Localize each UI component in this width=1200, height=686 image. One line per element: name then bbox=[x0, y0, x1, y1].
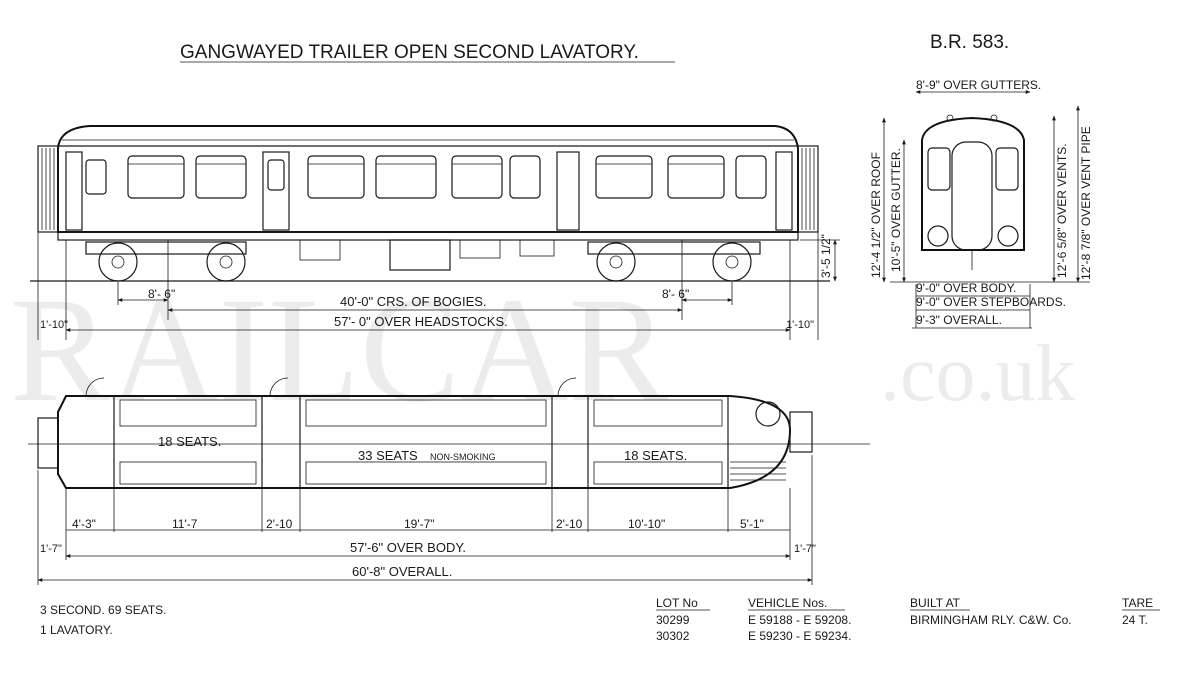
dim-bay-6: 10'-10" bbox=[628, 517, 665, 531]
end-gangway bbox=[951, 141, 993, 251]
plan-gangway-right bbox=[789, 411, 813, 453]
vehicle-range-2: E 59230 - E 59234. bbox=[748, 629, 851, 643]
dim-bay-4: 19'-7" bbox=[404, 517, 435, 531]
lot-1: 30299 bbox=[656, 613, 690, 627]
dim-bay-2: 11'-7 bbox=[172, 517, 198, 531]
accommodation-line-1: 3 SECOND. 69 SEATS. bbox=[40, 603, 167, 617]
lot-2: 30302 bbox=[656, 629, 690, 643]
door-swing-1 bbox=[85, 377, 105, 397]
headstocks-dimension: 57'- 0" OVER HEADSTOCKS. bbox=[334, 314, 508, 329]
builder: BIRMINGHAM RLY. C&W. Co. bbox=[910, 613, 1072, 627]
watermark-suffix: .co.uk bbox=[880, 330, 1076, 418]
info-block: 3 SECOND. 69 SEATS. 1 LAVATORY. LOT No 3… bbox=[40, 596, 1160, 643]
end-window-right bbox=[995, 147, 1019, 191]
vehicle-header: VEHICLE Nos. bbox=[748, 596, 827, 610]
over-vent-pipe-dimension: 12'-8 7/8" OVER VENT PIPE bbox=[1079, 126, 1093, 280]
diagram-reference: B.R. 583. bbox=[930, 32, 1009, 53]
watermark-main: RAILCAR bbox=[10, 267, 668, 433]
gangway-bellows-right bbox=[801, 148, 815, 230]
vehicle-range-1: E 59188 - E 59208. bbox=[748, 613, 851, 627]
tare-header: TARE bbox=[1122, 596, 1153, 610]
solebar bbox=[57, 231, 799, 241]
side-windows bbox=[85, 155, 767, 199]
over-stepboards-dimension: 9'-0" OVER STEPBOARDS. bbox=[916, 295, 1066, 309]
seats-left-label: 18 SEATS. bbox=[158, 434, 221, 449]
plan-end-right: 1'-7" bbox=[794, 543, 816, 555]
dim-bay-1: 4'-3" bbox=[72, 517, 96, 531]
lavatory-toilet bbox=[755, 401, 781, 427]
end-elevation: 8'-9" OVER GUTTERS. 12'-4 1/2" OVER ROOF… bbox=[869, 78, 1093, 329]
underframe-equipment-2 bbox=[459, 239, 501, 259]
bogie-wheelbase-right: 8'- 6" bbox=[662, 287, 689, 301]
built-header: BUILT AT bbox=[910, 596, 961, 610]
body-outline bbox=[57, 125, 799, 233]
seats-right-label: 18 SEATS. bbox=[624, 448, 687, 463]
door-vestibule-2 bbox=[556, 151, 580, 231]
gangway-left bbox=[37, 145, 59, 233]
door-left-end bbox=[65, 151, 83, 231]
page-title: GANGWAYED TRAILER OPEN SECOND LAVATORY. bbox=[180, 42, 639, 63]
underframe-equipment-3 bbox=[519, 239, 555, 257]
end-overall-dimension: 9'-3" OVERALL. bbox=[916, 313, 1002, 327]
door-vestibule-1 bbox=[262, 151, 290, 231]
gangway-right bbox=[797, 145, 819, 233]
lot-header: LOT No bbox=[656, 596, 698, 610]
door-swing-2 bbox=[269, 377, 289, 397]
dim-bay-3: 2'-10 bbox=[266, 517, 293, 531]
over-vents-dimension: 12'-6 5/8" OVER VENTS. bbox=[1055, 143, 1069, 278]
bogie-wheelbase-left: 8'- 6" bbox=[148, 287, 175, 301]
dim-bay-5: 2'-10 bbox=[556, 517, 583, 531]
plan-view: 18 SEATS. 33 SEATS NON-SMOKING 18 SEATS.… bbox=[28, 377, 870, 585]
gangway-bellows-left bbox=[41, 148, 55, 230]
seats-centre-label: 33 SEATS bbox=[358, 448, 418, 463]
buffer-left bbox=[927, 225, 949, 247]
plan-gangway-left bbox=[37, 417, 59, 469]
plan-end-left: 1'-7" bbox=[40, 543, 62, 555]
lavatory-step-lines bbox=[730, 461, 786, 481]
solebar-height-dimension: 3'-5 1/2" bbox=[819, 234, 833, 278]
over-roof-dimension: 12'-4 1/2" OVER ROOF bbox=[869, 152, 883, 278]
underframe-equipment-1 bbox=[299, 239, 341, 261]
over-gutters-dimension: 8'-9" OVER GUTTERS. bbox=[916, 78, 1041, 92]
over-body-plan-dimension: 57'-6" OVER BODY. bbox=[350, 540, 466, 555]
end-body-outline bbox=[921, 116, 1025, 251]
tare-value: 24 T. bbox=[1122, 613, 1148, 627]
plan-overall-dimension: 60'-8" OVERALL. bbox=[352, 564, 452, 579]
bogie-centres-dimension: 40'-0" CRS. OF BOGIES. bbox=[340, 294, 487, 309]
over-gutter-dimension: 10'-5" OVER GUTTER. bbox=[889, 148, 903, 272]
non-smoking-label: NON-SMOKING bbox=[430, 452, 496, 462]
door-right-end bbox=[775, 151, 793, 231]
buffer-right bbox=[997, 225, 1019, 247]
battery-box bbox=[389, 239, 451, 271]
door-swing-3 bbox=[557, 377, 577, 397]
end-dimension-right: 1'-10" bbox=[786, 319, 814, 331]
dim-bay-7: 5'-1" bbox=[740, 517, 764, 531]
accommodation-line-2: 1 LAVATORY. bbox=[40, 623, 113, 637]
side-elevation: 8'- 6" 8'- 6" 40'-0" CRS. OF BOGIES. 57'… bbox=[30, 125, 840, 340]
over-body-dimension: 9'-0" OVER BODY. bbox=[916, 281, 1016, 295]
end-dimension-left: 1'-10" bbox=[40, 319, 68, 331]
plan-partitions bbox=[113, 396, 729, 488]
plan-seats bbox=[119, 399, 723, 485]
end-window-left bbox=[927, 147, 951, 191]
